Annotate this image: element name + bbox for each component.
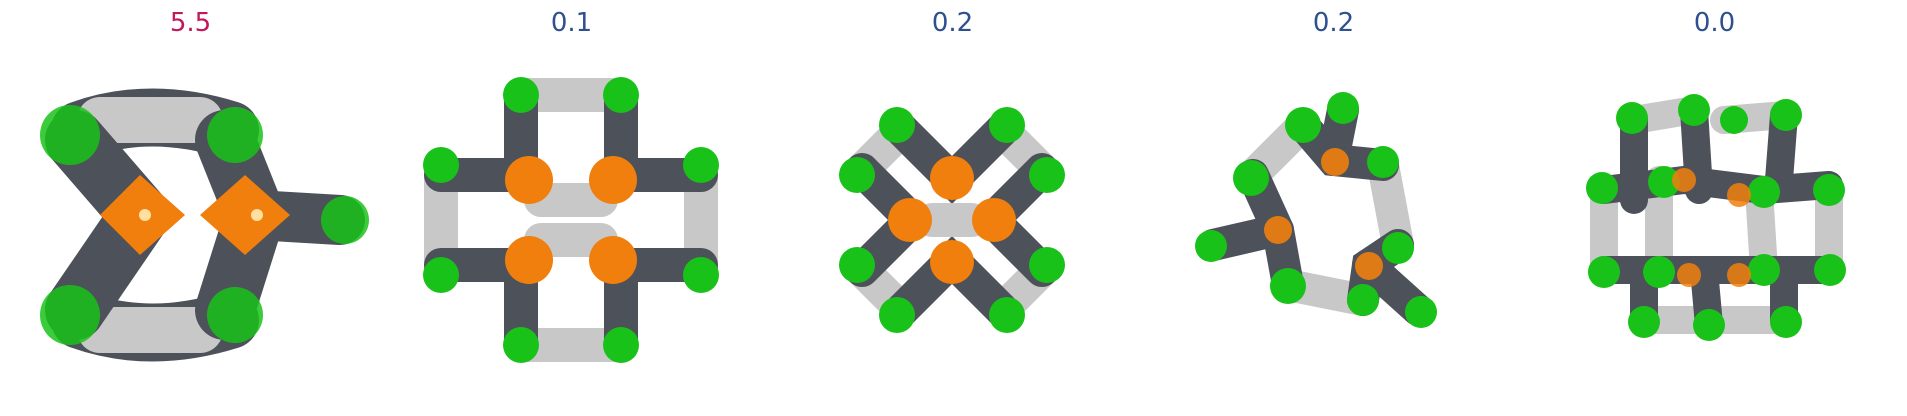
panel-value-label: 0.1 bbox=[550, 8, 593, 38]
panel-5: 0.0 bbox=[1524, 0, 1905, 416]
panel-value-label: 0.0 bbox=[1693, 8, 1736, 38]
panel-4: 0.2 bbox=[1143, 0, 1524, 416]
panel-value-label: 0.2 bbox=[931, 8, 974, 38]
panel-value-label: 5.5 bbox=[169, 8, 212, 38]
panel-3: 0.2 bbox=[762, 0, 1143, 416]
panel-2: 0.1 bbox=[381, 0, 762, 416]
molecule-render bbox=[423, 77, 719, 363]
molecule-render bbox=[1195, 92, 1437, 328]
panel-1: 5.5 bbox=[0, 0, 381, 416]
molecule-render bbox=[1586, 94, 1846, 341]
molecule-render bbox=[40, 88, 369, 362]
molecule-render bbox=[839, 107, 1065, 333]
panel-value-label: 0.2 bbox=[1312, 8, 1355, 38]
